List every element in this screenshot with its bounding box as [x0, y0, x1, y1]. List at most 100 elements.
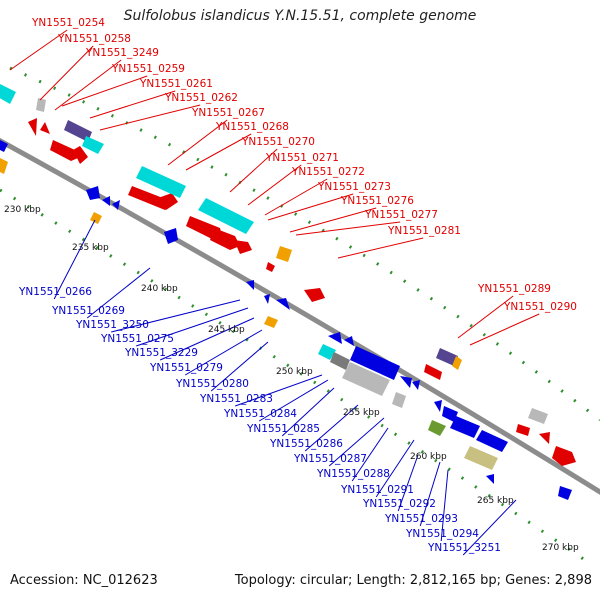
- gene-feature[interactable]: [86, 186, 100, 200]
- label-leader-line: [9, 29, 68, 71]
- gene-label[interactable]: YN1551_0275: [100, 333, 174, 345]
- gene-feature[interactable]: [442, 406, 458, 422]
- gene-feature[interactable]: [158, 193, 178, 210]
- gene-label[interactable]: YN1551_0267: [191, 107, 265, 119]
- gene-feature[interactable]: [528, 408, 548, 424]
- gene-feature[interactable]: [400, 376, 412, 388]
- gene-feature[interactable]: [112, 200, 120, 210]
- gene-label[interactable]: YN1551_0261: [139, 78, 213, 90]
- gene-label[interactable]: YN1551_0290: [503, 301, 577, 313]
- gene-feature[interactable]: [552, 446, 576, 466]
- gene-label[interactable]: YN1551_3249: [85, 47, 159, 59]
- colored-features: [0, 82, 548, 470]
- gene-feature[interactable]: [264, 294, 270, 304]
- gene-feature[interactable]: [392, 392, 406, 408]
- gene-feature[interactable]: [412, 380, 420, 390]
- gene-feature[interactable]: [464, 446, 498, 470]
- gene-feature[interactable]: [539, 432, 550, 444]
- gene-feature[interactable]: [436, 348, 458, 366]
- label-leader-line: [247, 164, 302, 206]
- gene-label[interactable]: YN1551_0285: [246, 423, 320, 435]
- gene-label[interactable]: YN1551_0286: [269, 438, 343, 450]
- gene-feature[interactable]: [428, 420, 446, 436]
- gene-label[interactable]: YN1551_0268: [215, 121, 289, 133]
- gene-label[interactable]: YN1551_0273: [317, 181, 391, 193]
- gene-label[interactable]: YN1551_0287: [293, 453, 367, 465]
- gene-feature[interactable]: [0, 82, 16, 104]
- scale-tick-label: 230 kbp: [4, 205, 41, 215]
- label-leader-line: [53, 219, 96, 300]
- gene-feature[interactable]: [73, 146, 88, 164]
- gene-feature[interactable]: [276, 298, 290, 310]
- gene-label[interactable]: YN1551_0291: [340, 484, 414, 496]
- gene-label[interactable]: YN1551_0262: [164, 92, 238, 104]
- label-leader-line: [89, 90, 176, 119]
- gene-label[interactable]: YN1551_0280: [175, 378, 249, 390]
- gene-feature[interactable]: [304, 288, 325, 302]
- gene-feature[interactable]: [234, 240, 252, 254]
- gene-label[interactable]: YN1551_3229: [124, 347, 198, 359]
- gene-label[interactable]: YN1551_0276: [340, 195, 414, 207]
- gene-feature[interactable]: [128, 186, 170, 210]
- gene-label[interactable]: YN1551_0259: [111, 63, 185, 75]
- gene-label[interactable]: YN1551_0288: [316, 468, 390, 480]
- gene-feature[interactable]: [328, 332, 342, 344]
- gene-feature[interactable]: [164, 228, 178, 244]
- gene-feature[interactable]: [102, 196, 110, 206]
- gene-feature[interactable]: [90, 212, 102, 224]
- gene-feature[interactable]: [82, 136, 104, 154]
- gene-feature[interactable]: [28, 118, 37, 136]
- gene-feature[interactable]: [450, 416, 480, 438]
- gene-feature[interactable]: [136, 166, 186, 198]
- gene-feature[interactable]: [424, 364, 442, 380]
- gene-feature[interactable]: [40, 122, 50, 134]
- gene-feature[interactable]: [452, 356, 462, 370]
- label-leader-line: [337, 237, 424, 259]
- gene-feature[interactable]: [210, 228, 240, 250]
- gene-feature[interactable]: [350, 346, 400, 380]
- gene-label[interactable]: YN1551_0258: [57, 33, 131, 45]
- gene-label[interactable]: YN1551_0294: [405, 528, 479, 540]
- gene-feature[interactable]: [476, 430, 508, 452]
- gene-feature[interactable]: [64, 120, 92, 142]
- gene-feature[interactable]: [0, 138, 8, 152]
- gene-label[interactable]: YN1551_0279: [149, 362, 223, 374]
- gene-feature[interactable]: [0, 156, 8, 174]
- gene-label[interactable]: YN1551_0270: [241, 136, 315, 148]
- gene-feature[interactable]: [50, 140, 78, 161]
- gene-label[interactable]: YN1551_0271: [265, 152, 339, 164]
- reverse-features: [0, 138, 572, 500]
- gene-label[interactable]: YN1551_3250: [75, 319, 149, 331]
- gene-label[interactable]: YN1551_0293: [384, 513, 458, 525]
- gene-label[interactable]: YN1551_0292: [362, 498, 436, 510]
- label-leader-line: [61, 75, 148, 107]
- gene-label[interactable]: YN1551_0254: [31, 17, 105, 29]
- gene-label[interactable]: YN1551_0266: [18, 286, 92, 298]
- gene-label[interactable]: YN1551_3251: [427, 542, 501, 554]
- gene-feature[interactable]: [486, 474, 494, 484]
- gene-label[interactable]: YN1551_0284: [223, 408, 297, 420]
- gene-label[interactable]: YN1551_0277: [364, 209, 438, 221]
- gene-feature[interactable]: [344, 336, 354, 346]
- gene-feature[interactable]: [330, 352, 350, 370]
- accession-label: Accession: NC_012623: [10, 573, 158, 588]
- gene-feature[interactable]: [558, 486, 572, 500]
- gene-label[interactable]: YN1551_0269: [51, 305, 125, 317]
- gene-feature[interactable]: [516, 424, 530, 436]
- gene-feature[interactable]: [342, 362, 390, 396]
- gene-feature[interactable]: [434, 400, 442, 412]
- gene-label[interactable]: YN1551_0281: [387, 225, 461, 237]
- gene-feature[interactable]: [318, 344, 336, 360]
- scale-tick-label: 270 kbp: [542, 543, 579, 553]
- gene-feature[interactable]: [266, 262, 275, 272]
- gene-feature[interactable]: [264, 316, 278, 328]
- label-leader-line: [440, 469, 449, 542]
- gene-label[interactable]: YN1551_0272: [291, 166, 365, 178]
- label-leader-line: [136, 307, 249, 347]
- gene-feature[interactable]: [198, 198, 254, 234]
- gene-label[interactable]: YN1551_0283: [199, 393, 273, 405]
- gene-feature[interactable]: [246, 280, 254, 290]
- gene-label[interactable]: YN1551_0289: [477, 283, 551, 295]
- gene-feature[interactable]: [276, 246, 292, 262]
- gene-feature[interactable]: [36, 98, 46, 112]
